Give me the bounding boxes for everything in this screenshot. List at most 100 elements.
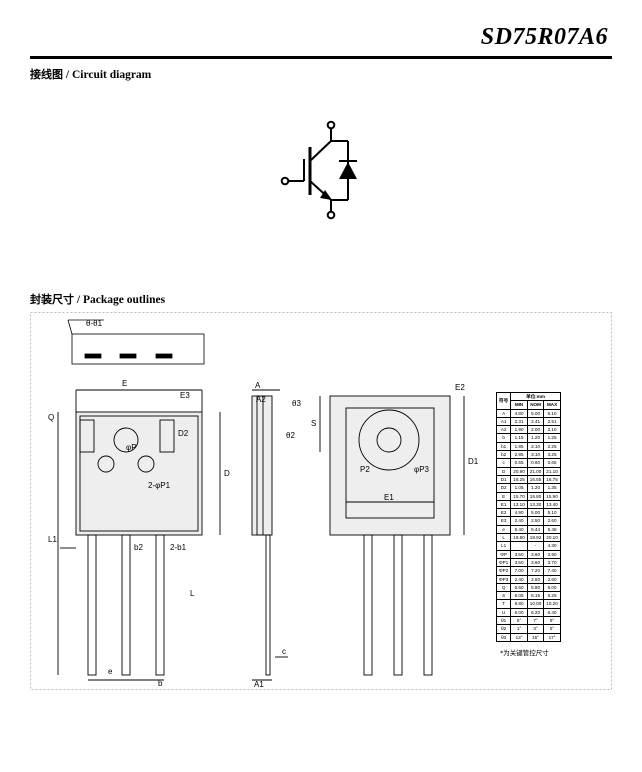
table-cell-value: 17° bbox=[543, 632, 561, 642]
table-cell-value: 3.70 bbox=[543, 557, 561, 568]
table-cell-value: 0.60 bbox=[526, 458, 545, 468]
table-cell-value: 5.00 bbox=[526, 408, 545, 418]
table-cell-value: 5.48 bbox=[543, 524, 561, 535]
table-cell-symbol: A2 bbox=[495, 425, 512, 435]
table-cell-value: 16.55 bbox=[526, 474, 545, 485]
dim-label-d: D bbox=[224, 469, 230, 478]
back-dim-labels: S E2 D1 P2 φP3 E1 bbox=[311, 383, 479, 502]
table-cell-symbol: θ2 bbox=[495, 624, 512, 634]
table-cell-value: 9.80 bbox=[510, 599, 528, 609]
top-view bbox=[67, 319, 205, 365]
table-cell-value: 2.40 bbox=[510, 574, 528, 584]
table-cell-value: 3.25 bbox=[543, 450, 561, 460]
dim-label-phip3: φP3 bbox=[414, 465, 430, 474]
table-cell-symbol: θ3 bbox=[495, 632, 512, 642]
table-cell-value: 2.10 bbox=[526, 441, 545, 452]
table-cell-value: 2.50 bbox=[526, 516, 545, 526]
dim-label-theta: θ-θ1 bbox=[86, 319, 103, 328]
table-cell-value: 15.90 bbox=[543, 491, 561, 501]
table-row: L1-4.30 bbox=[495, 541, 561, 551]
table-cell-value: 4.80 bbox=[510, 408, 528, 418]
table-cell-value: 1.05 bbox=[510, 483, 528, 493]
table-cell-symbol: E2 bbox=[495, 508, 512, 518]
table-cell-value: 5° bbox=[543, 624, 561, 634]
table-cell-symbol: S bbox=[495, 591, 512, 601]
table-cell-value: 2.31 bbox=[510, 416, 528, 427]
circuit-title-en: / Circuit diagram bbox=[65, 69, 152, 81]
table-cell-value bbox=[510, 541, 528, 551]
table-cell-value: 3° bbox=[526, 624, 545, 634]
dim-label-d2: D2 bbox=[178, 429, 189, 438]
dim-label-a2: A2 bbox=[256, 395, 266, 404]
table-cell-symbol: Q bbox=[495, 582, 512, 593]
table-cell-symbol: T bbox=[495, 599, 512, 609]
dim-label-q: Q bbox=[48, 413, 54, 422]
table-cell-value: 2.10 bbox=[543, 425, 561, 435]
table-header-max: MAX bbox=[543, 400, 561, 410]
table-cell-value: 6.15 bbox=[526, 591, 545, 601]
table-cell-value: 10.00 bbox=[526, 599, 545, 609]
table-cell-value: 1.20 bbox=[526, 483, 545, 493]
table-cell-value: 21.10 bbox=[543, 466, 561, 476]
dim-label-a: A bbox=[255, 381, 261, 390]
table-cell-value: 6.00 bbox=[510, 607, 528, 618]
table-cell-symbol: e bbox=[495, 524, 512, 535]
table-cell-value: 7.00 bbox=[510, 566, 528, 576]
table-cell-value: 2.51 bbox=[543, 416, 561, 427]
part-number: SD75R07A6 bbox=[480, 24, 608, 50]
package-section-title: 封装尺寸 / Package outlines bbox=[30, 291, 165, 307]
table-cell-value: 19.80 bbox=[510, 533, 528, 543]
table-cell-symbol: ΦP1 bbox=[495, 557, 512, 568]
table-cell-value: 2.60 bbox=[543, 516, 561, 526]
table-cell-symbol: b2 bbox=[495, 450, 512, 460]
table-cell-symbol: A1 bbox=[495, 416, 512, 427]
table-cell-value: 0.55 bbox=[510, 458, 528, 468]
table-cell-symbol: L1 bbox=[495, 541, 512, 551]
table-note: *为关键管控尺寸 bbox=[500, 649, 549, 657]
table-cell-value: 5.44 bbox=[526, 524, 545, 535]
table-cell-value: 20.10 bbox=[543, 533, 561, 543]
table-cell-symbol: D2 bbox=[495, 483, 512, 493]
package-outline-drawing: E E3 φP Q D2 D L1 b2 2-b1 e L b 2-φP1 θ-… bbox=[30, 312, 612, 690]
table-cell-value: 20.90 bbox=[510, 466, 528, 476]
dim-label-s: S bbox=[311, 419, 316, 428]
dim-label-p2: P2 bbox=[360, 465, 370, 474]
table-cell-symbol: c bbox=[495, 458, 512, 468]
table-cell-value: 3.60 bbox=[526, 557, 545, 568]
table-cell-value: 7.20 bbox=[526, 566, 545, 576]
table-cell-value: 1.90 bbox=[510, 425, 528, 435]
table-cell-value: 2.50 bbox=[526, 574, 545, 584]
dim-label-c: c bbox=[282, 647, 286, 656]
table-cell-value: 2.41 bbox=[526, 416, 545, 427]
table-cell-value: 1.15 bbox=[510, 433, 528, 443]
table-cell-value: 6.05 bbox=[510, 591, 528, 601]
table-cell-value: 6.40 bbox=[543, 607, 561, 618]
table-cell-value: 15° bbox=[526, 632, 545, 642]
side-dim-labels: A A2 θ3 θ2 A1 c bbox=[254, 381, 301, 689]
table-cell-symbol: ΦP3 bbox=[495, 574, 512, 584]
table-cell-symbol: E3 bbox=[495, 516, 512, 526]
table-cell-value: 1° bbox=[510, 624, 528, 634]
table-cell-symbol: U bbox=[495, 607, 512, 618]
dim-label-l1: L1 bbox=[48, 535, 57, 544]
table-cell-symbol: E bbox=[495, 491, 512, 501]
